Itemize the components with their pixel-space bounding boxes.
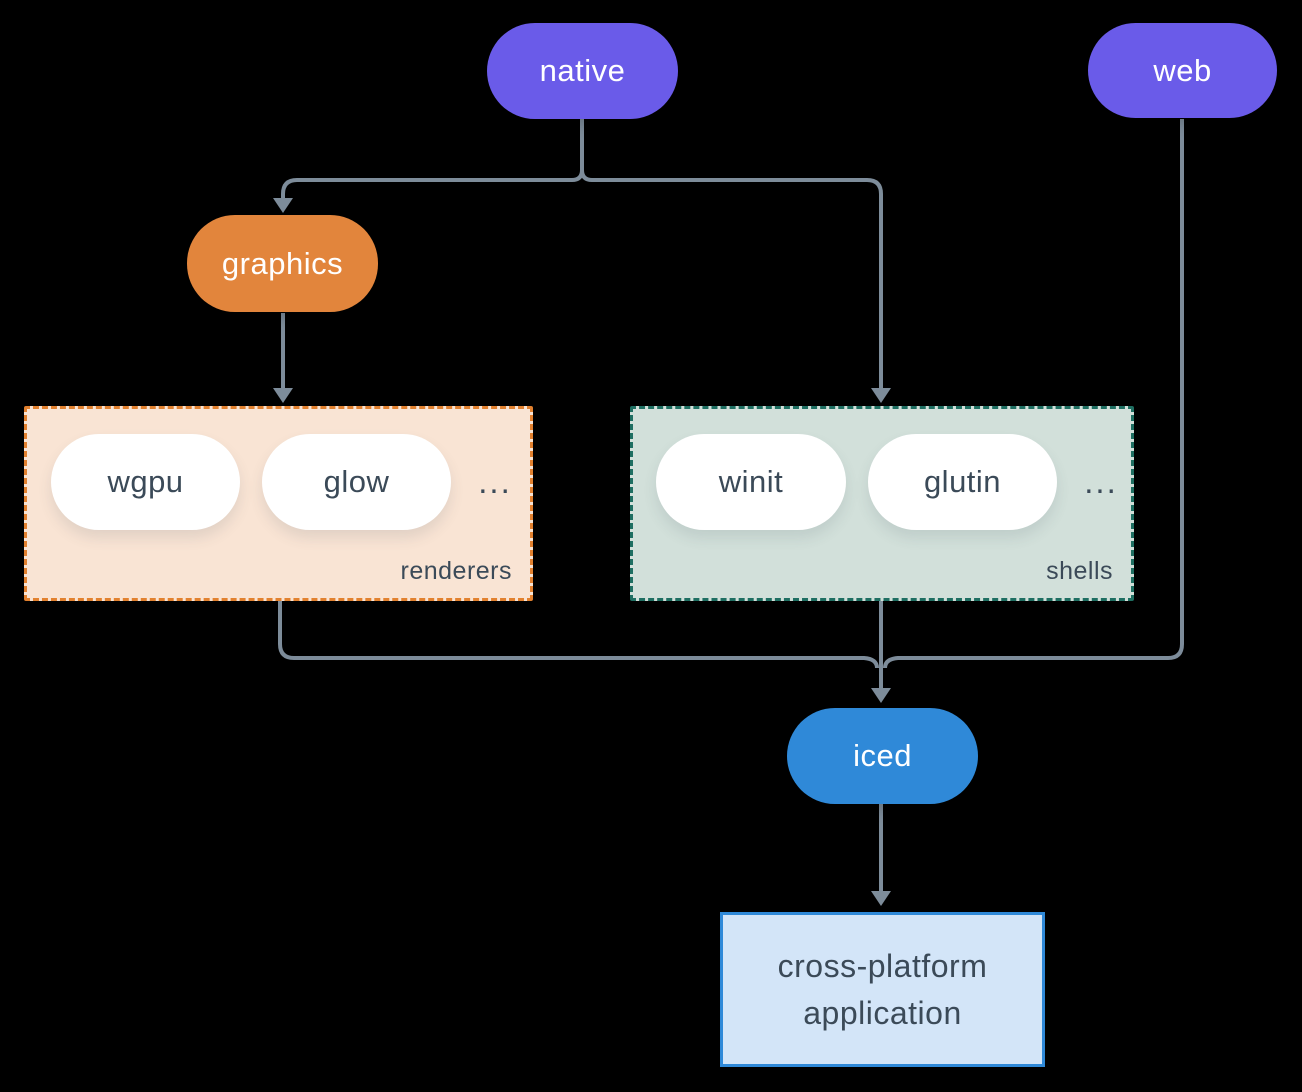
shells-group-label: shells bbox=[1046, 557, 1113, 585]
arrowhead-renderers bbox=[273, 388, 293, 403]
app-label-line2: application bbox=[803, 994, 962, 1031]
renderers-group-label: renderers bbox=[400, 557, 512, 585]
app-label-line1: cross-platform bbox=[777, 948, 988, 985]
arrowhead-shells bbox=[871, 388, 891, 403]
edge-native-shells bbox=[580, 119, 883, 388]
node-wgpu-label: wgpu bbox=[107, 464, 184, 499]
arrowhead-graphics bbox=[273, 198, 293, 213]
node-winit: winit bbox=[656, 434, 846, 530]
node-glow-label: glow bbox=[323, 464, 390, 499]
node-iced: iced bbox=[787, 708, 978, 804]
node-winit-label: winit bbox=[718, 464, 784, 499]
shells-ellipsis: ... bbox=[1084, 463, 1118, 500]
node-glutin-label: glutin bbox=[923, 464, 1002, 499]
node-native: native bbox=[487, 23, 678, 119]
group-shells: winit glutin ... shells bbox=[630, 406, 1134, 601]
node-glutin: glutin bbox=[868, 434, 1057, 530]
node-web-label: web bbox=[1153, 52, 1212, 88]
edge-web-iced bbox=[883, 119, 1184, 669]
arrowhead-iced bbox=[871, 688, 891, 703]
node-wgpu: wgpu bbox=[51, 434, 240, 530]
group-renderers: wgpu glow ... renderers bbox=[24, 406, 533, 601]
node-cross-platform-application: cross-platform application bbox=[720, 912, 1045, 1067]
node-web: web bbox=[1088, 23, 1277, 118]
node-native-label: native bbox=[539, 53, 626, 88]
node-iced-label: iced bbox=[853, 738, 912, 773]
edge-renderers-iced bbox=[278, 601, 879, 669]
renderers-ellipsis: ... bbox=[478, 463, 512, 500]
arrowhead-app bbox=[871, 891, 891, 906]
node-graphics-label: graphics bbox=[221, 245, 344, 281]
edge-native-graphics bbox=[281, 119, 584, 199]
node-graphics: graphics bbox=[187, 215, 378, 312]
node-glow: glow bbox=[262, 434, 451, 530]
